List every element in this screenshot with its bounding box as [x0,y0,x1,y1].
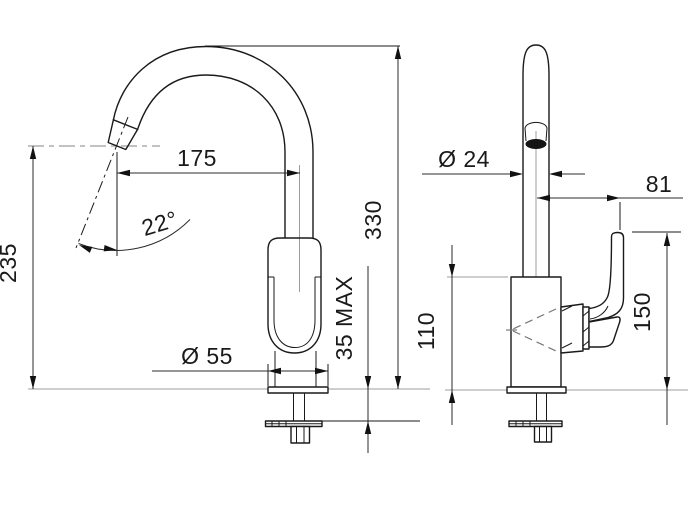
dim-label-175: 175 [177,145,217,171]
housing-hatch-tick [561,305,573,312]
dim-label-d24: Ø 24 [438,146,490,172]
body-inner-sleeve [273,277,316,349]
cartridge-housing [560,303,584,354]
gooseneck-spout [112,45,314,239]
handle-inner-curve [589,305,609,320]
dim-handle-offset: 81 [537,171,683,230]
dim-body-height: 110 [413,245,508,425]
dim-label-22deg: 22° [139,206,181,241]
spout-axis-centerline [75,116,129,249]
single-lever-handle [582,231,625,350]
handle-base-wedge [588,316,621,348]
aerator [524,121,548,149]
dim-label-235: 235 [0,243,21,283]
dim-max-deck-thickness: 35 MAX [322,266,420,453]
base-flange [506,386,567,394]
aerator-outlet [525,139,547,149]
dim-label-110: 110 [413,312,439,350]
dim-base-diameter: Ø 55 [152,343,329,386]
dim-label-81: 81 [646,171,673,197]
side-view: 175 22° 235 330 [0,45,430,453]
dim-handle-height: 150 [629,231,681,425]
dim-spout-height: 235 [0,146,37,389]
spout-tube-front [522,44,550,278]
dim-overall-height: 330 [205,45,402,389]
hidden-waterway-upper [512,308,557,330]
dim-spout-angle: 22° [78,206,191,253]
mixer-body-front [510,276,562,388]
dim-label-35max: 35 MAX [331,276,357,361]
dim-spout-diameter: Ø 24 [422,146,585,178]
dim-spout-reach: 175 [117,145,300,177]
hidden-waterway-lower [512,330,557,352]
front-view: Ø 24 81 110 150 [413,44,688,443]
dim-label-150: 150 [629,292,655,332]
handle-lever-blade [588,231,625,323]
dim-label-330: 330 [360,200,386,240]
housing-hatch-tick [561,342,573,349]
mounting-nut [290,425,311,444]
base-flange [267,386,329,394]
aerator-tip [107,119,139,151]
aerator-joint-line [112,119,139,131]
mounting-nut [533,425,553,443]
dim-label-d55: Ø 55 [181,343,233,369]
mixer-body-outline [267,237,322,354]
